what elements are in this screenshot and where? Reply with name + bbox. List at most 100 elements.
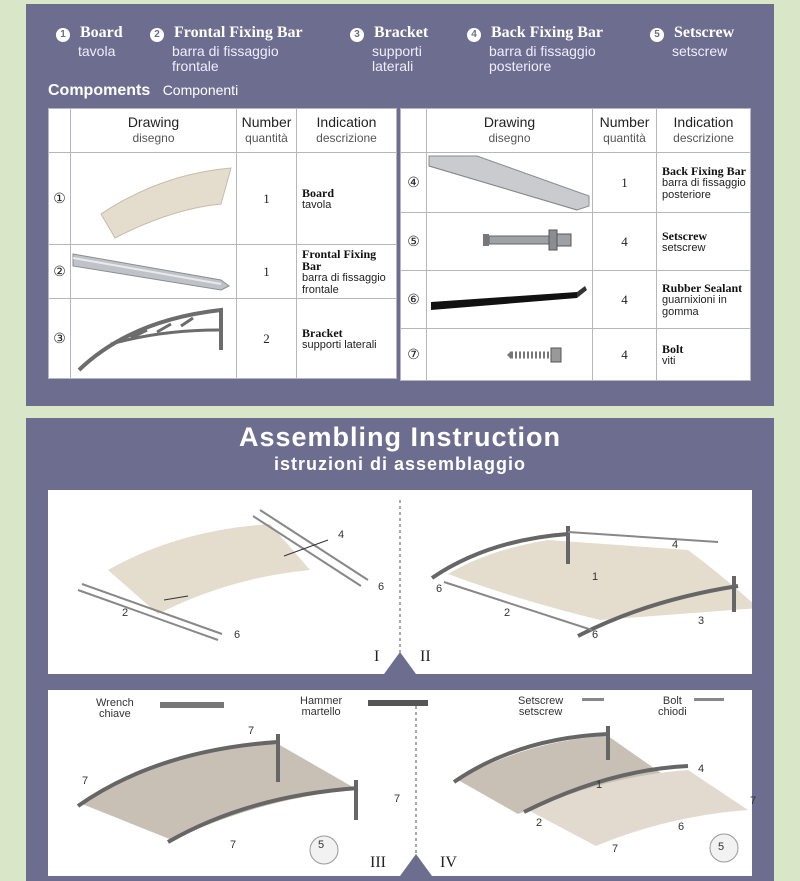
row-index: ⑦ bbox=[400, 328, 427, 381]
back-bar-drawing bbox=[426, 152, 593, 213]
legend-label: Bracket bbox=[374, 24, 429, 41]
legend-label: Setscrew bbox=[674, 24, 735, 41]
callout-7b: 7 bbox=[82, 775, 89, 787]
legend-number: 2 bbox=[150, 28, 164, 42]
bolt-icon bbox=[694, 698, 724, 701]
row-index: ① bbox=[48, 152, 71, 245]
legend-label: Frontal Fixing Bar bbox=[174, 24, 303, 41]
setscrew-icon bbox=[582, 698, 604, 701]
legend-label: Board bbox=[80, 24, 123, 41]
row-index: ② bbox=[48, 244, 71, 299]
part-count: 4 bbox=[592, 270, 657, 329]
components-panel: 1 Board tavola 2 Frontal Fixing Bar barr… bbox=[26, 4, 774, 406]
step-label-2: II bbox=[420, 648, 431, 665]
step-label-4: IV bbox=[440, 854, 457, 871]
callout-3: 3 bbox=[698, 615, 705, 627]
wrench-icon bbox=[160, 702, 224, 708]
callout-4b: 4 bbox=[672, 539, 679, 551]
callout-4: 4 bbox=[338, 529, 345, 541]
legend-number: 5 bbox=[650, 28, 664, 42]
callout-6d: 6 bbox=[592, 629, 599, 641]
callout-5: 5 bbox=[318, 839, 325, 851]
callout-6b: 6 bbox=[234, 629, 241, 641]
step-label-1: I bbox=[374, 648, 380, 665]
header-index bbox=[48, 108, 71, 153]
part-count: 4 bbox=[592, 328, 657, 381]
legend-label-it: setscrew bbox=[672, 43, 728, 59]
callout-7f: 7 bbox=[612, 843, 619, 855]
assembly-panel: Assembling Instruction istruzioni di ass… bbox=[26, 418, 774, 881]
callout-7: 7 bbox=[248, 725, 255, 737]
components-title-en: Compoments bbox=[48, 82, 151, 99]
callout-6: 6 bbox=[378, 581, 385, 593]
legend-number: 3 bbox=[350, 28, 364, 42]
row-index: ④ bbox=[400, 152, 427, 213]
callout-7d: 7 bbox=[230, 839, 237, 851]
assembly-title-en: Assembling Instruction bbox=[238, 422, 562, 452]
legend-label-it: tavola bbox=[78, 43, 116, 59]
row-index: ⑤ bbox=[400, 212, 427, 271]
bracket-drawing bbox=[70, 298, 237, 379]
legend-label-it: supporti laterali bbox=[372, 43, 422, 74]
legend-number: 1 bbox=[56, 28, 70, 42]
callout-7c: 7 bbox=[394, 793, 401, 805]
callout-2c: 2 bbox=[536, 817, 543, 829]
callout-5b: 5 bbox=[718, 841, 725, 853]
parts-legend: 1 Board tavola 2 Frontal Fixing Bar barr… bbox=[26, 24, 774, 84]
rubber-sealant-drawing bbox=[426, 270, 593, 329]
callout-4c: 4 bbox=[698, 763, 705, 775]
row-index: ③ bbox=[48, 298, 71, 379]
callout-2b: 2 bbox=[504, 607, 511, 619]
components-title: Compoments Componenti bbox=[48, 82, 238, 100]
components-title-it: Componenti bbox=[162, 82, 239, 98]
legend-number: 4 bbox=[467, 28, 481, 42]
callout-7e: 7 bbox=[750, 795, 757, 807]
callout-1b: 1 bbox=[596, 779, 603, 791]
legend-label-it: barra di fissaggio frontale bbox=[172, 43, 279, 74]
steps-1-2-box: 4 6 2 6 1 4 6 2 3 6 I II bbox=[48, 490, 752, 674]
callout-2: 2 bbox=[122, 607, 129, 619]
board-drawing bbox=[70, 152, 237, 245]
row-index: ⑥ bbox=[400, 270, 427, 329]
legend-label: Back Fixing Bar bbox=[491, 24, 604, 41]
hammer-icon bbox=[368, 700, 428, 706]
part-count: 4 bbox=[592, 212, 657, 271]
part-count: 1 bbox=[236, 244, 297, 299]
part-count: 2 bbox=[236, 298, 297, 379]
header-index bbox=[400, 108, 427, 153]
setscrew-drawing bbox=[426, 212, 593, 271]
part-count: 1 bbox=[236, 152, 297, 245]
step-label-3: III bbox=[370, 854, 386, 871]
assembly-title-it: istruzioni di assemblaggio bbox=[273, 454, 527, 474]
part-count: 1 bbox=[592, 152, 657, 213]
callout-1: 1 bbox=[592, 571, 599, 583]
frontal-bar-drawing bbox=[70, 244, 237, 299]
